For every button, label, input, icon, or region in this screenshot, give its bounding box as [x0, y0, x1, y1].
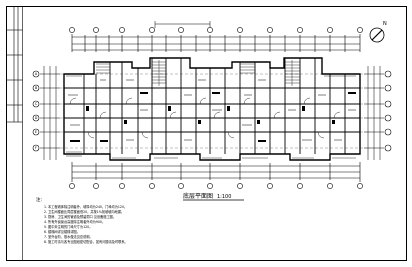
- bottom-dimension-lines: [71, 162, 361, 182]
- axis-labels-left: A B C D E F: [35, 72, 38, 150]
- svg-text:N: N: [383, 21, 387, 27]
- note-line: 4. 所有外窗窗台高度除注明者外均为900。: [44, 219, 105, 224]
- binding-strip: [6, 6, 23, 261]
- axis-grid: [60, 73, 364, 149]
- notes-list: 1. 本工程墙体除注明者外，墙厚均为240，门垛均为120。 2. 卫生间楼面比…: [44, 204, 128, 244]
- windows: [66, 75, 356, 159]
- stair-wells: [96, 60, 300, 86]
- plan-title: 底层平面图: [183, 192, 213, 200]
- note-line: 1. 本工程墙体除注明者外，墙厚均为240，门垛均为120。: [44, 204, 127, 209]
- fixtures: [70, 92, 356, 142]
- axis-label: E: [35, 130, 37, 134]
- top-dimension-lines: [71, 21, 361, 52]
- note-line: 2. 卫生间楼面比同层楼面低20，并按1%找坡坡向地漏。: [44, 209, 124, 214]
- axis-label: D: [35, 116, 38, 120]
- axis-bubbles: [32, 70, 392, 152]
- axis-label: F: [35, 146, 37, 150]
- note-line: 7. 室外台阶、散水做法见总说明。: [44, 234, 93, 239]
- north-arrow-icon: N: [369, 21, 387, 43]
- note-line: 6. 楼梯间详见楼梯详图。: [44, 229, 80, 234]
- note-line: 8. 施工时请与各专业图纸密切配合，如有问题请及时联系。: [44, 239, 128, 244]
- axis-label: A: [35, 72, 38, 76]
- plan-scale: 1:100: [217, 194, 231, 200]
- axis-label: C: [35, 102, 38, 106]
- note-line: 5. 图中未注明的门垛尺寸为120。: [44, 224, 92, 229]
- notes-header: 注:: [36, 196, 42, 203]
- room-annotations: [68, 79, 356, 141]
- sheet-border: [6, 6, 407, 261]
- axis-label: B: [35, 86, 38, 90]
- note-line: 3. 厨房、卫生间的管道及预留洞口 见设备施工图。: [44, 214, 116, 219]
- axis-bubbles-horizontal: [69, 27, 363, 189]
- door-swings: [69, 97, 341, 139]
- building-walls: [63, 57, 361, 161]
- side-dimension-lines: [40, 66, 384, 160]
